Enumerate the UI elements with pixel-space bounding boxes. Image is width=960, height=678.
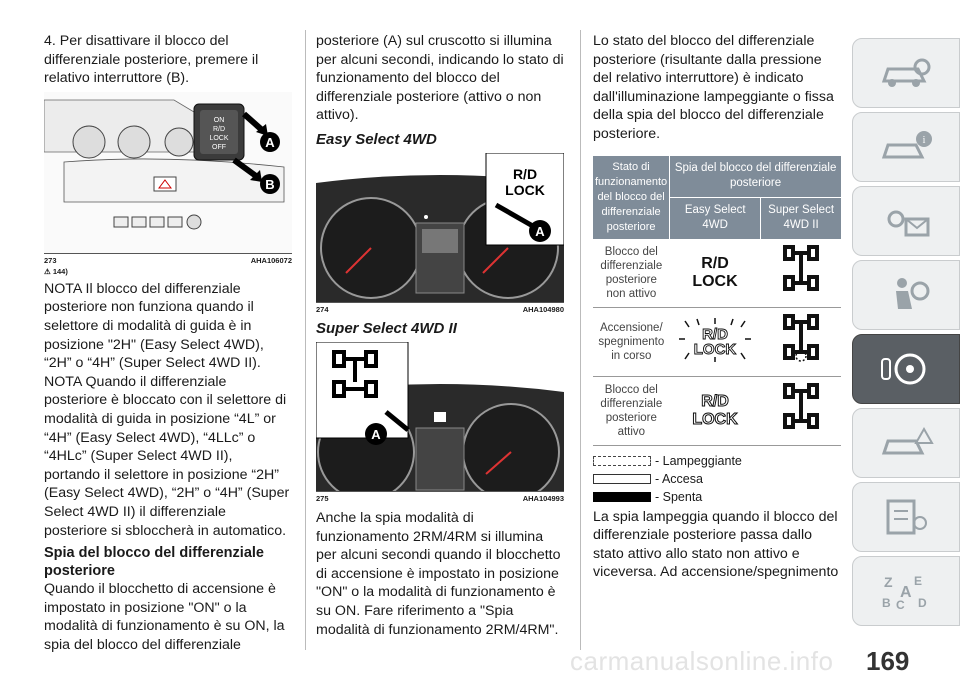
paragraph-1: Lo stato del blocco del differenziale po… — [593, 33, 834, 142]
label-b: B — [265, 177, 274, 192]
legend: - Lampeggiante - Accesa - Spenta — [593, 452, 841, 506]
svg-text:D: D — [918, 596, 927, 610]
legend-item: - Accesa — [593, 470, 841, 488]
on-swatch — [593, 473, 651, 484]
svg-text:LOCK: LOCK — [693, 411, 739, 428]
switch-on-text: ON — [214, 117, 225, 124]
legend-item: - Spenta — [593, 488, 841, 506]
svg-text:Z: Z — [884, 574, 893, 590]
legend-item: - Lampeggiante — [593, 452, 841, 470]
page-number: 169 — [866, 646, 910, 676]
svg-text:R/D: R/D — [701, 255, 729, 272]
off-swatch — [593, 491, 651, 502]
table-row: Blocco del differenziale posteriore non … — [593, 238, 841, 308]
airbag-icon — [896, 278, 930, 309]
status-table: Stato di funzionamento del blocco del di… — [593, 155, 841, 446]
steering-key-icon — [881, 353, 926, 385]
switch-rd-text: R/D — [213, 126, 225, 133]
figure-code: AHA104980 — [522, 304, 564, 314]
svg-text:B: B — [882, 596, 891, 610]
intro-paragraph: 4. Per disattivare il blocco del differe… — [44, 33, 259, 87]
nota-2: NOTA Quando il differenziale posteriore … — [44, 373, 290, 539]
watermark: carmanualsonline.info — [570, 646, 834, 676]
cluster-illustration-274: R/D LOCK A — [316, 152, 564, 302]
column-divider — [305, 30, 306, 650]
figure-caption-274: 274 AHA104980 — [316, 305, 564, 314]
car-info-icon: i — [881, 131, 932, 159]
figure-caption: 273 AHA106072 — [44, 256, 292, 265]
paragraph-2: Anche la spia modalità di funzionamento … — [316, 509, 561, 638]
figure-caption-275: 275 AHA104993 — [316, 494, 564, 503]
svg-text:A: A — [900, 584, 912, 601]
row-state: Blocco del differenziale posteriore atti… — [593, 376, 670, 446]
dashboard-switch-illustration: ON R/D LOCK OFF A B — [44, 91, 292, 253]
section-heading: Spia del blocco del differenziale poster… — [44, 545, 264, 580]
nota-1: NOTA Il blocco del differenziale posteri… — [44, 280, 264, 372]
tab-dashboard[interactable]: i — [852, 112, 960, 182]
figure-code: AHA106072 — [250, 255, 292, 265]
figure-number: 274 — [316, 304, 329, 314]
heading-easy-select: Easy Select 4WD — [316, 130, 437, 148]
axle-icon — [760, 376, 841, 446]
tab-starting-driving[interactable] — [852, 334, 960, 404]
figure-number: 273 — [44, 255, 57, 265]
blinking-swatch — [593, 455, 651, 466]
column-divider — [580, 30, 581, 650]
svg-text:LOCK: LOCK — [694, 341, 737, 358]
car-search-icon — [881, 58, 931, 87]
figure-number: 275 — [316, 493, 329, 503]
table-header-spia: Spia del blocco del differenziale poster… — [669, 155, 841, 198]
row-state: Accensione/ spegnimento in corso — [593, 307, 670, 377]
svg-text:E: E — [914, 574, 922, 588]
figure-273: ON R/D LOCK OFF A B — [44, 91, 292, 254]
heading-super-select: Super Select 4WD II — [316, 319, 457, 337]
tab-safety[interactable] — [852, 186, 960, 256]
figure-275: A — [316, 341, 564, 492]
label-a: A — [265, 135, 275, 150]
axle-icon — [760, 238, 841, 308]
row-state: Blocco del differenziale posteriore non … — [593, 238, 670, 308]
light-mail-icon — [887, 210, 930, 237]
axle-icon — [760, 307, 841, 377]
table-header-state: Stato di funzionamento del blocco del di… — [593, 155, 670, 239]
column-1: 4. Per disattivare il blocco del differe… — [44, 32, 292, 654]
figure-code: AHA104993 — [522, 493, 564, 503]
table-header-super: Super Select 4WD II — [760, 196, 841, 239]
section-paragraph: Quando il blocchetto di accensione è imp… — [44, 581, 285, 653]
label-a-274: A — [535, 224, 545, 239]
svg-text:C: C — [896, 598, 905, 611]
tab-emergency[interactable] — [852, 408, 960, 478]
switch-lock-text: LOCK — [209, 135, 228, 142]
svg-text:R/D: R/D — [701, 393, 729, 410]
svg-text:LOCK: LOCK — [693, 273, 739, 290]
paragraph-2: La spia lampeggia quando il blocco del d… — [593, 508, 839, 581]
svg-text:LOCK: LOCK — [505, 182, 545, 198]
cluster-illustration-275: A — [316, 341, 564, 491]
svg-text:R/D: R/D — [513, 166, 537, 182]
switch-off-text: OFF — [212, 144, 226, 151]
tab-maintenance[interactable] — [852, 482, 960, 552]
warning-icon: ⚠ — [44, 266, 51, 276]
label-a-275: A — [371, 427, 381, 442]
tab-seat-safety[interactable] — [852, 260, 960, 330]
column-3: Lo stato del blocco del differenziale po… — [593, 32, 841, 582]
tab-car-info[interactable] — [852, 38, 960, 108]
paragraph-1: posteriore (A) sul cruscotto si illumina… — [316, 33, 564, 124]
svg-text:i: i — [923, 135, 926, 146]
table-header-easy: Easy Select 4WD — [669, 196, 761, 239]
table-row: Blocco del differenziale posteriore atti… — [593, 376, 841, 446]
figure-274: R/D LOCK A — [316, 152, 564, 303]
car-warning-icon — [881, 426, 934, 455]
svg-text:R/D: R/D — [702, 326, 728, 343]
note-reference: ⚠ 144) — [44, 266, 68, 276]
checklist-icon — [886, 499, 927, 535]
column-2: posteriore (A) sul cruscotto si illumina… — [316, 32, 564, 639]
